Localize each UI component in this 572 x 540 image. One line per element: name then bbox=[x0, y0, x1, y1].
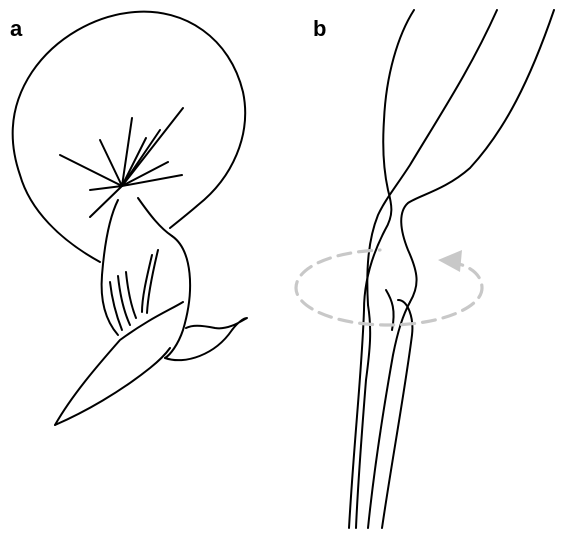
panel-a-lower-bulb bbox=[165, 236, 190, 358]
panel-a-tip-lower bbox=[55, 348, 170, 425]
panel-a-drawing bbox=[13, 12, 247, 425]
panel-b-drawing bbox=[296, 10, 554, 528]
panel-b-strand-2 bbox=[367, 10, 497, 305]
panel-a-side-leaf bbox=[165, 318, 247, 360]
panel-a-label: a bbox=[10, 18, 22, 40]
panel-a-stalk-right bbox=[138, 198, 172, 236]
panel-b-strand-3 bbox=[401, 10, 554, 302]
panel-a-stalk-left bbox=[102, 200, 118, 275]
rotation-arrow-icon bbox=[296, 250, 482, 325]
panel-b-label: b bbox=[313, 18, 326, 40]
panel-a-veins bbox=[60, 108, 183, 217]
rotation-arrowhead-icon bbox=[438, 250, 462, 272]
panel-b-strand-1 bbox=[349, 10, 414, 528]
panel-b-strand-5 bbox=[368, 302, 410, 528]
